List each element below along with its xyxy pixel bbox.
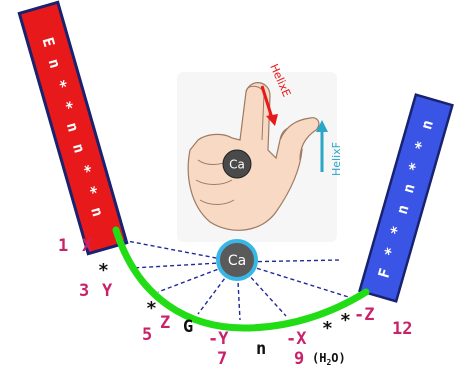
star-11: * <box>340 310 351 331</box>
pos-1-number: 1 <box>58 236 68 256</box>
helix-f: F * * n n * * n <box>358 93 454 303</box>
pos-7-number: 7 <box>217 349 227 369</box>
pos-12-number: 12 <box>392 319 412 339</box>
loop-labels: 1 X * 3 Y * 5 Z G -Y 7 n -X 9 (H2O) * * … <box>58 236 412 369</box>
coord-line-9 <box>236 261 287 317</box>
helix-f-arrow-label: HelixF <box>330 142 343 176</box>
star-4: * <box>146 298 157 319</box>
pos-3-number: 3 <box>79 281 89 301</box>
helix-e-arrow-head <box>266 114 278 126</box>
pos-9-number: 9 <box>294 349 304 369</box>
pos-5-number: 5 <box>142 325 152 345</box>
pos-5-residue: Z <box>160 313 170 333</box>
hand-illustration: Ca HelixE HelixF <box>177 62 343 242</box>
hand-ca-label: Ca <box>229 158 245 172</box>
coord-line-1 <box>121 239 238 263</box>
pos-7-residue: -Y <box>208 329 229 349</box>
coord-line-12 <box>236 261 359 301</box>
thumb <box>279 117 320 161</box>
calcium-binding-loop <box>112 226 370 332</box>
central-ca-circle <box>216 239 258 281</box>
star-10: * <box>322 318 333 339</box>
helix-f-arrow-head <box>316 120 328 132</box>
water-label: (H2O) <box>312 351 346 367</box>
pos-12-residue: -Z <box>354 305 374 325</box>
helix-f-bar <box>358 93 454 303</box>
glycine-6: G <box>183 317 193 337</box>
pos-1-residue: X <box>82 236 93 256</box>
star-2: * <box>98 260 109 281</box>
n-8: n <box>256 339 266 359</box>
pos-9-residue: -X <box>286 329 307 349</box>
pos-3-residue: Y <box>102 281 113 301</box>
helix-e: E n * * n n * * n <box>17 0 129 256</box>
central-ca-ion: Ca <box>216 239 258 281</box>
hand-ca-ion <box>222 149 252 179</box>
helix-e-bar <box>17 0 129 256</box>
helix-e-arrow-shaft <box>260 85 274 119</box>
central-ca-label: Ca <box>228 253 246 269</box>
